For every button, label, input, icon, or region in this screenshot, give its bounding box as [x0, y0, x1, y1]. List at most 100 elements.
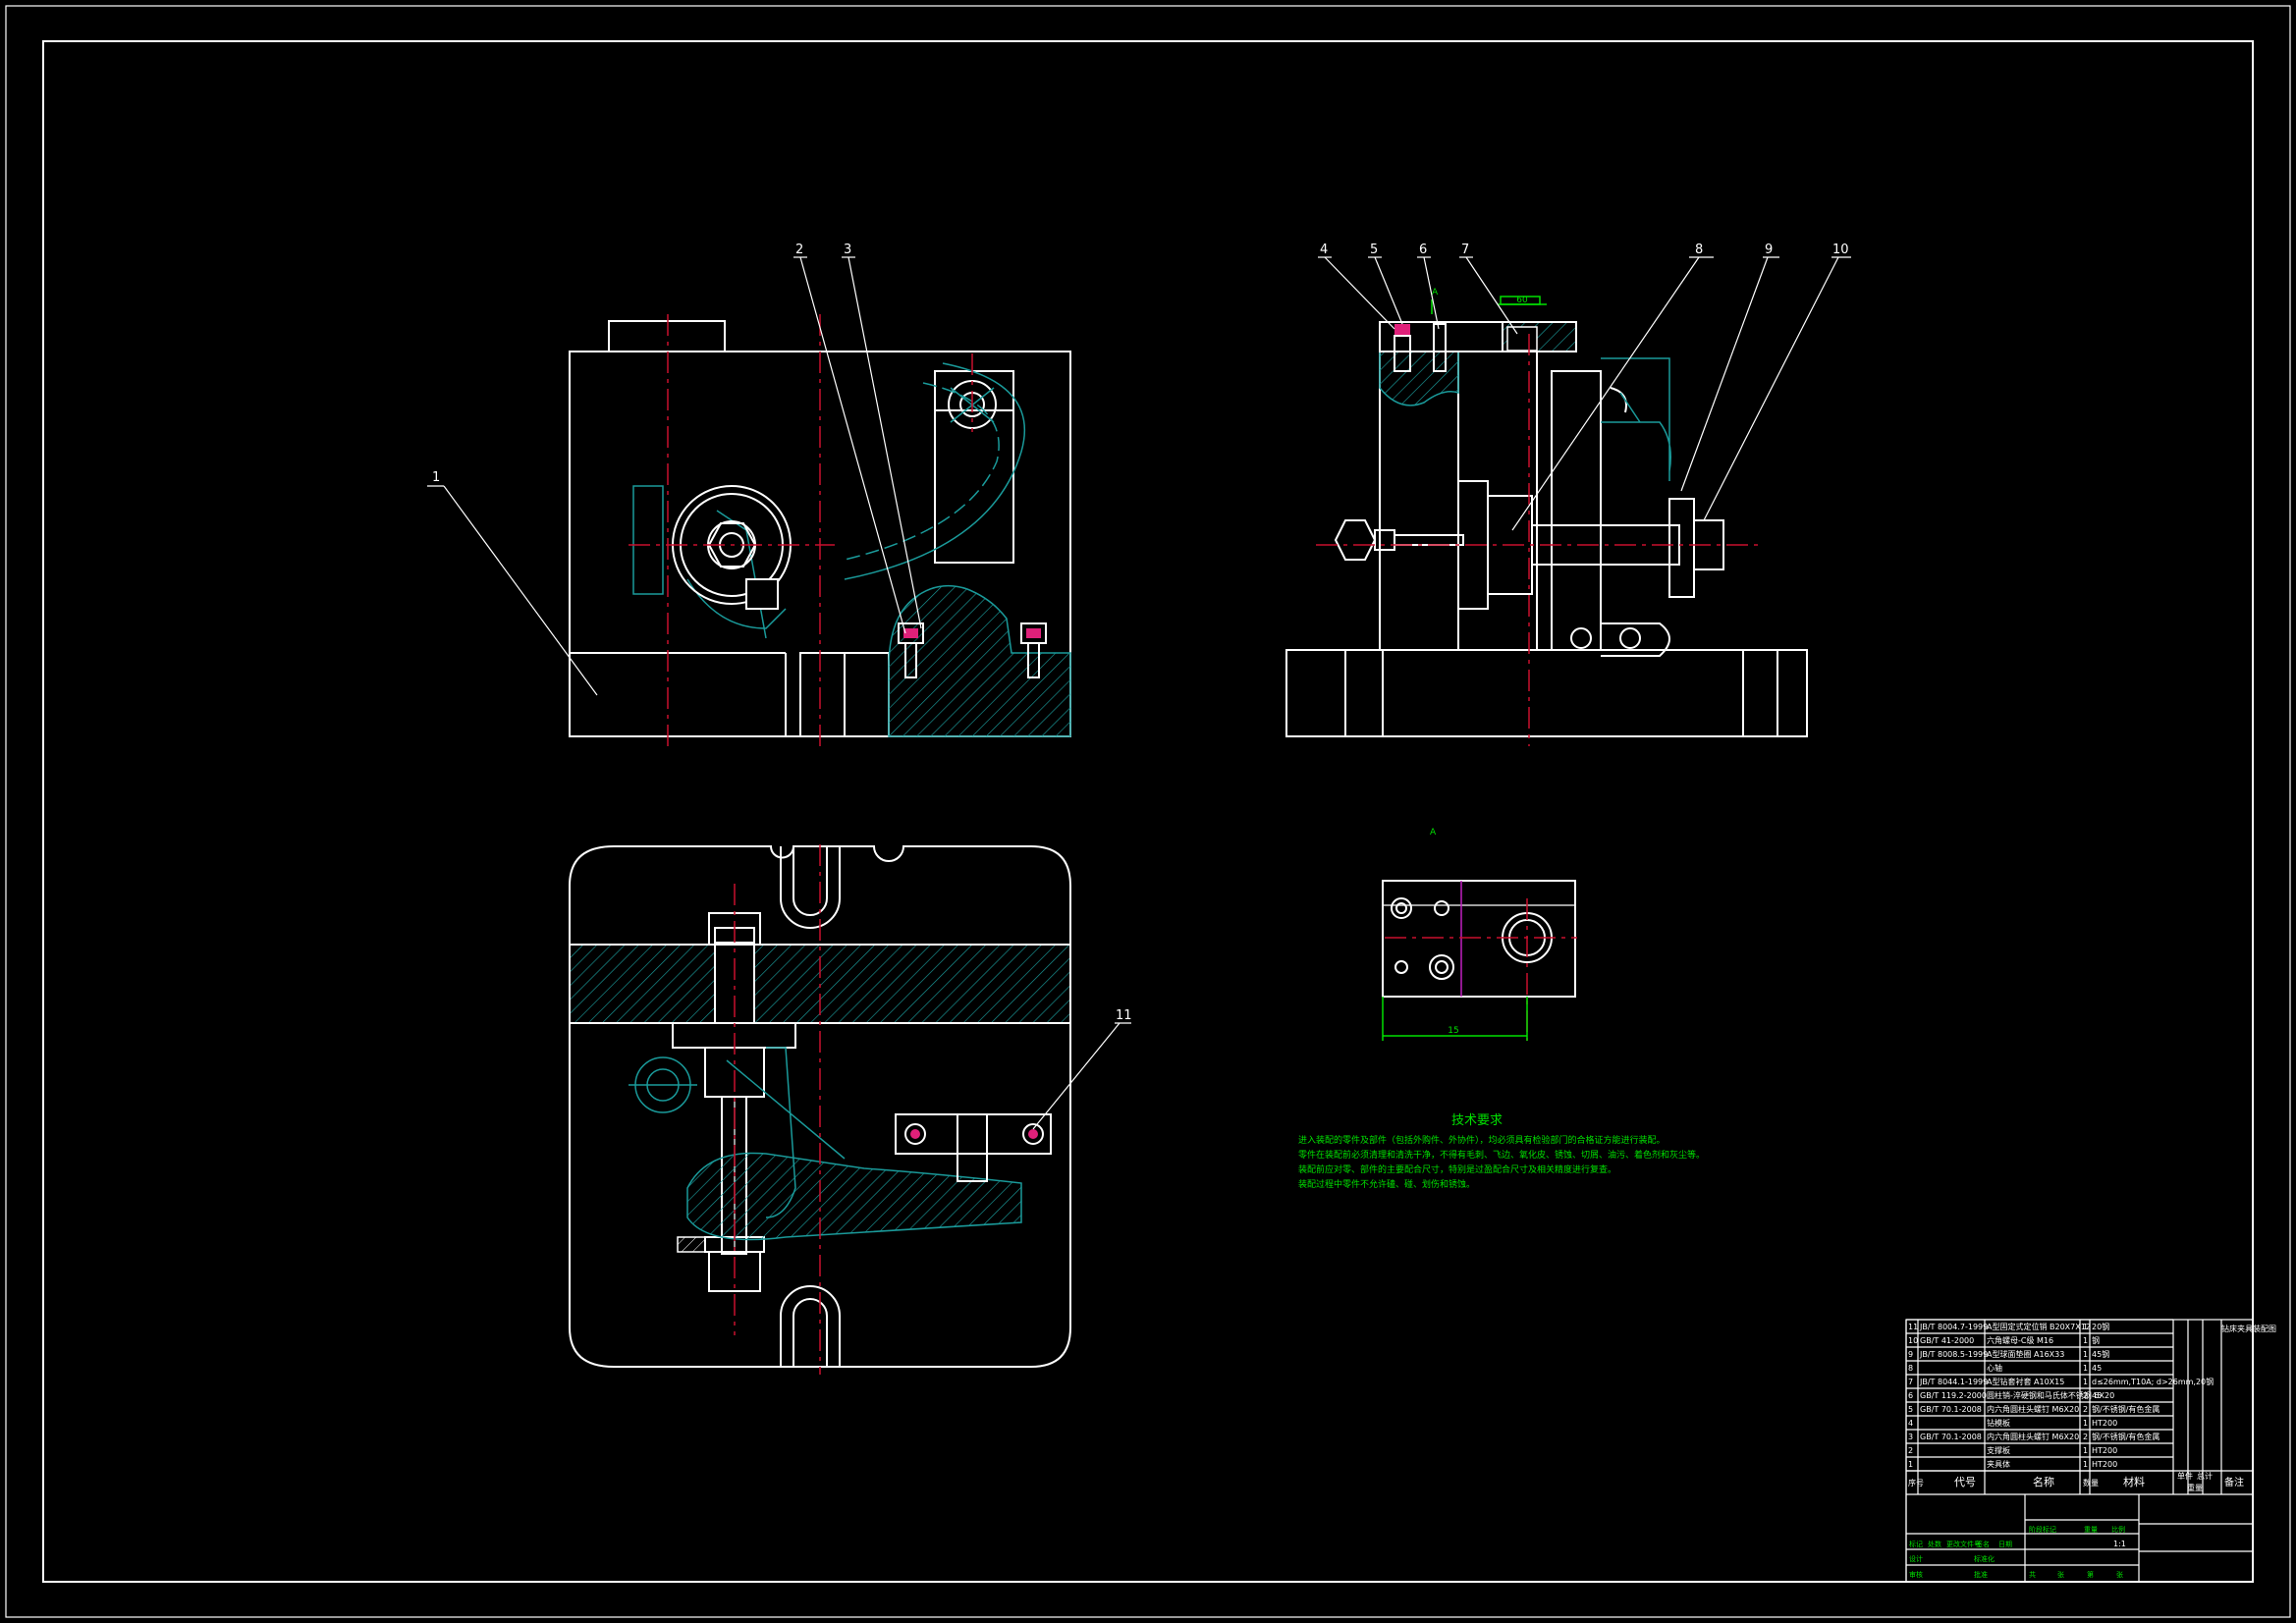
parts-cell-no: 2 [1908, 1446, 1913, 1455]
side-view: 60 A [1285, 288, 1808, 746]
parts-cell-material: 45 [2092, 1364, 2102, 1373]
parts-cell-material: HT200 [2092, 1419, 2117, 1428]
tb-approve: 批准 [1974, 1570, 1988, 1579]
parts-cell-name: 钻模板 [1987, 1418, 2010, 1428]
a-view: A 15 [1382, 828, 1577, 1041]
parts-cell-name: A型球面垫圈 A16X33 [1987, 1349, 2064, 1359]
parts-cell-code: GB/T 70.1-2008 [1920, 1405, 1982, 1414]
parts-cell-code: JB/T 8008.5-1999 [1919, 1350, 1988, 1359]
parts-cell-name: 内六角圆柱头螺钉 M6X20 [1987, 1432, 2079, 1441]
tb-design: 设计 [1909, 1554, 1923, 1563]
tb-sheets-b: 张 [2116, 1570, 2123, 1579]
parts-cell-material: 钢/不锈钢/有色金属 [2092, 1404, 2159, 1414]
tb-sheets-a: 张 [2057, 1570, 2064, 1579]
hdr-no: 序号 [1908, 1478, 1924, 1488]
parts-cell-material: 钢 [2092, 1335, 2100, 1345]
callout-4: 4 [1320, 243, 1328, 257]
callout-labels: 1 2 3 4 5 6 7 8 9 10 11 [432, 243, 1849, 1023]
parts-cell-no: 10 [1908, 1336, 1918, 1345]
tech-req-line-3: 装配前应对零、部件的主要配合尺寸，特别是过盈配合尺寸及相关精度进行复查。 [1298, 1163, 1616, 1175]
parts-cell-qty: 2 [2083, 1391, 2088, 1400]
parts-cell-name: A型钻套衬套 A10X15 [1987, 1377, 2064, 1386]
parts-cell-material: 20钢 [2092, 1322, 2109, 1331]
callout-9: 9 [1765, 243, 1773, 257]
parts-cell-material: HT200 [2092, 1446, 2117, 1455]
parts-cell-qty: 1 [2083, 1419, 2088, 1428]
parts-cell-name: A型固定式定位销 B20X7X12 [1987, 1322, 2091, 1331]
parts-cell-qty: 2 [2083, 1433, 2088, 1441]
inner-border [42, 40, 2254, 1583]
parts-cell-material: 45钢 [2092, 1349, 2109, 1359]
callout-2: 2 [795, 243, 803, 257]
parts-cell-name: 圆柱销-淬硬钢和马氏体不锈钢 6X20 [1987, 1390, 2114, 1400]
hdr-remark: 备注 [2224, 1476, 2244, 1488]
tb-standard: 标准化 [1974, 1554, 1995, 1563]
tb-mark: 标记 [1909, 1540, 1923, 1548]
dim-15: 15 [1448, 1026, 1458, 1036]
callout-11: 11 [1116, 1008, 1132, 1023]
tb-count: 处数 [1928, 1540, 1941, 1548]
technical-requirements: 技术要求 进入装配的零件及部件（包括外购件、外协件），均必须具有检验部门的合格证… [1298, 1113, 1705, 1190]
parts-cell-material: d≤26mm,T10A; d>26mm,20钢 [2092, 1377, 2214, 1386]
parts-cell-name: 支撑板 [1987, 1445, 2010, 1455]
parts-cell-qty: 1 [2083, 1460, 2088, 1469]
parts-cell-no: 3 [1908, 1433, 1913, 1441]
parts-cell-name: 心轴 [1987, 1363, 2002, 1373]
callout-1: 1 [432, 470, 440, 485]
parts-cell-name: 内六角圆柱头螺钉 M6X20 [1987, 1404, 2079, 1414]
parts-cell-qty: 1 [2083, 1350, 2088, 1359]
parts-cell-no: 6 [1908, 1391, 1913, 1400]
hdr-single: 单件 [2177, 1471, 2193, 1481]
parts-cell-no: 1 [1908, 1460, 1913, 1469]
a-view-label: A [1430, 828, 1437, 838]
title-block: 标记 处数 更改文件号 签名 日期 设计 标准化 阶段标记 重量 比例 1:1 … [1905, 1494, 2253, 1582]
hdr-total: 总计 [2197, 1471, 2213, 1481]
callout-7: 7 [1461, 243, 1469, 257]
parts-cell-qty: 2 [2083, 1405, 2088, 1414]
parts-row: 1 夹具体 1 HT200 [1908, 1459, 2117, 1469]
hdr-weight: 重量 [2187, 1483, 2203, 1492]
parts-cell-no: 5 [1908, 1405, 1913, 1414]
tb-weight: 重量 [2084, 1526, 2098, 1534]
callout-10: 10 [1832, 243, 1849, 257]
parts-row: 5 GB/T 70.1-2008 内六角圆柱头螺钉 M6X20 2 钢/不锈钢/有色金属 [1908, 1404, 2159, 1414]
tech-req-title: 技术要求 [1451, 1113, 1503, 1128]
hdr-name: 名称 [2033, 1475, 2054, 1488]
hdr-qty: 数量 [2083, 1478, 2099, 1488]
dim-60: 60 [1516, 296, 1528, 305]
tb-scale: 1:1 [2113, 1540, 2126, 1548]
tb-review: 审核 [1909, 1570, 1923, 1579]
tech-req-line-2: 零件在装配前必须清理和清洗干净，不得有毛刺、飞边、氧化皮、锈蚀、切屑、油污、着色… [1298, 1149, 1705, 1161]
parts-cell-material: HT200 [2092, 1460, 2117, 1469]
parts-cell-name: 夹具体 [1987, 1459, 2010, 1469]
outer-border [5, 5, 2291, 1618]
parts-cell-material: 钢/不锈钢/有色金属 [2092, 1432, 2159, 1441]
parts-cell-no: 4 [1908, 1419, 1913, 1428]
callout-6: 6 [1419, 243, 1427, 257]
tb-change-doc: 更改文件号 [1946, 1540, 1981, 1548]
parts-cell-qty: 1 [2083, 1323, 2088, 1331]
parts-cell-material: 45 [2092, 1391, 2102, 1400]
tb-sign: 签名 [1976, 1540, 1990, 1548]
parts-cell-name: 六角螺母-C级 M16 [1987, 1335, 2053, 1345]
tb-date: 日期 [1998, 1541, 2012, 1548]
drawing-title: 钻床夹具装配图 [2221, 1324, 2276, 1333]
parts-cell-no: 7 [1908, 1378, 1913, 1386]
tb-stage: 阶段标记 [2029, 1525, 2056, 1534]
tb-total-sheets: 共 [2029, 1570, 2036, 1579]
parts-cell-code: JB/T 8044.1-1999 [1919, 1378, 1988, 1386]
callout-8: 8 [1695, 243, 1703, 257]
parts-cell-no: 8 [1908, 1364, 1913, 1373]
parts-cell-code: JB/T 8004.7-1999 [1919, 1323, 1988, 1331]
parts-cell-no: 11 [1908, 1323, 1918, 1331]
parts-cell-code: GB/T 41-2000 [1920, 1336, 1974, 1345]
